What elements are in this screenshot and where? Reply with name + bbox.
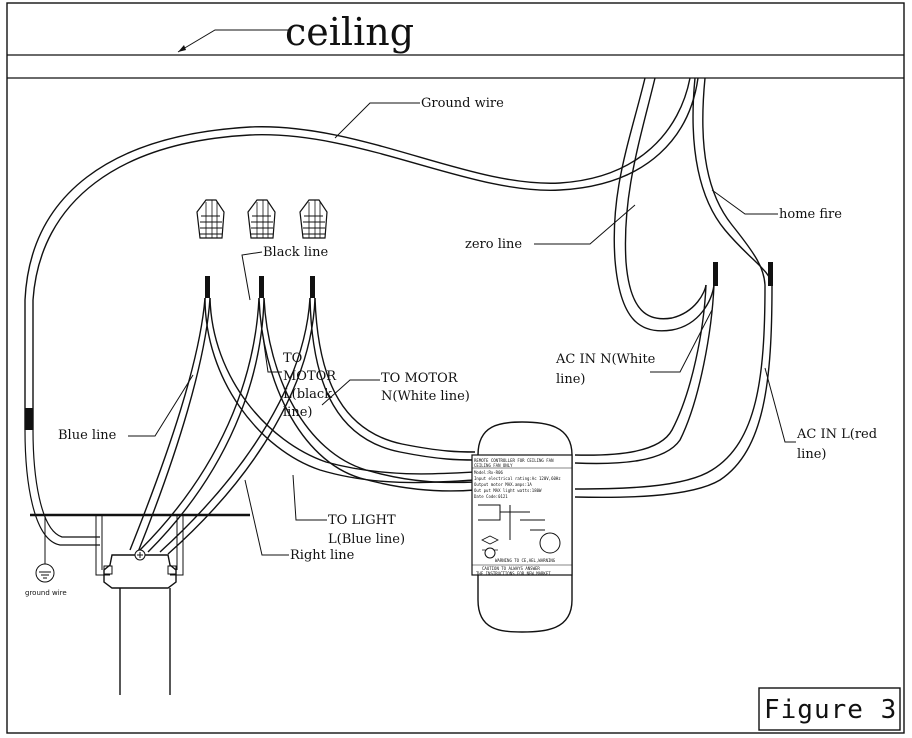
- svg-text:Input electrical rating:Ac 120: Input electrical rating:Ac 120V,60Hz: [474, 476, 561, 481]
- ac-in-n-label: AC IN N(White line): [555, 352, 656, 387]
- svg-text:REMOTE CONTROLLER FOR CEILING: REMOTE CONTROLLER FOR CEILING FAN: [474, 458, 554, 463]
- zero-line-label: zero line: [465, 237, 522, 252]
- right-line-label: Right line: [290, 548, 355, 563]
- downrod: [119, 588, 171, 695]
- zero-line-wire: [613, 77, 715, 332]
- fan-icon: [484, 547, 496, 559]
- ground-wire-small-label: ground wire: [25, 589, 67, 597]
- ceiling-leader: [177, 29, 290, 53]
- to-motor-l-label: TO MOTOR L(black line): [283, 351, 337, 420]
- to-light-label: TO LIGHT L(Blue line): [328, 513, 405, 547]
- home-fire-wire: [692, 77, 773, 286]
- ac-in-l-label: AC IN L(red line): [796, 427, 877, 462]
- black-line-leader: [241, 251, 263, 301]
- ceiling-label: ceiling: [285, 10, 414, 54]
- svg-text:TO: TO: [283, 351, 302, 366]
- right-line-leader: [244, 479, 289, 556]
- wire-nut-1: [196, 199, 225, 239]
- ac-in-n-tip: [713, 262, 718, 286]
- ground-symbol-icon: [35, 515, 55, 583]
- to-motor-l-leader: [261, 329, 282, 373]
- ground-wire-tip: [25, 408, 33, 430]
- ground-wire: [32, 77, 699, 430]
- figure-label: Figure 3: [764, 695, 897, 725]
- zero-line-leader: [534, 204, 636, 245]
- svg-text:L(Blue line): L(Blue line): [328, 532, 405, 547]
- wire-nut-3: [299, 199, 328, 239]
- svg-text:Out put MAX light watts:180W: Out put MAX light watts:180W: [474, 488, 542, 493]
- svg-text:MOTOR: MOTOR: [283, 369, 337, 384]
- ground-wire-leader: [334, 102, 420, 139]
- wire-tip-1: [205, 276, 210, 298]
- ac-in-l-wire: [574, 284, 773, 499]
- black-line-label: Black line: [263, 245, 328, 260]
- svg-text:CAUTION TO ALWAYS ANSWER: CAUTION TO ALWAYS ANSWER: [482, 566, 540, 571]
- svg-text:line): line): [556, 372, 585, 387]
- home-fire-label: home fire: [779, 207, 842, 222]
- ground-wire-label: Ground wire: [421, 96, 504, 111]
- svg-text:line): line): [797, 447, 826, 462]
- svg-text:Model:Rx-R06: Model:Rx-R06: [474, 470, 503, 475]
- svg-text:WARNING TO CE,AEL,WARNING: WARNING TO CE,AEL,WARNING: [495, 558, 556, 563]
- svg-text:N(White line): N(White line): [381, 389, 470, 404]
- svg-text:CEILING FAN ONLY: CEILING FAN ONLY: [474, 463, 513, 468]
- blue-line-leader: [128, 374, 194, 437]
- svg-text:TO MOTOR: TO MOTOR: [381, 371, 459, 386]
- svg-text:AC IN L(red: AC IN L(red: [796, 427, 877, 442]
- ac-in-l-leader: [764, 367, 796, 443]
- ac-in-n-wire: [574, 284, 715, 465]
- remote-receiver: REMOTE CONTROLLER FOR CEILING FAN CEILIN…: [471, 421, 573, 633]
- to-light-leader: [292, 474, 327, 521]
- wire-tip-2: [259, 276, 264, 298]
- to-motor-n-leader: [321, 379, 380, 406]
- svg-text:Output motor MAX.amps:1A: Output motor MAX.amps:1A: [474, 482, 532, 487]
- svg-text:line): line): [283, 405, 312, 420]
- wire-tip-3: [310, 276, 315, 298]
- svg-text:Date Code:0121: Date Code:0121: [474, 494, 508, 499]
- blue-line-label: Blue line: [58, 428, 117, 443]
- figure-label-box: [758, 687, 901, 731]
- wire-nut-2: [247, 199, 276, 239]
- svg-text:THE INSTRUCTIONS FOR NEW MARKE: THE INSTRUCTIONS FOR NEW MARKET: [476, 571, 551, 576]
- to-motor-n-label: TO MOTOR N(White line): [381, 371, 470, 404]
- home-fire-leader: [711, 189, 778, 215]
- ac-in-l-tip: [768, 262, 773, 286]
- svg-text:AC IN N(White: AC IN N(White: [555, 352, 656, 367]
- svg-text:L(black: L(black: [283, 387, 332, 402]
- canopy: [103, 554, 177, 589]
- ac-in-n-leader: [650, 309, 713, 373]
- mounting-bracket: [95, 515, 184, 576]
- svg-text:TO LIGHT: TO LIGHT: [328, 513, 396, 528]
- diagram-frame: [6, 2, 905, 734]
